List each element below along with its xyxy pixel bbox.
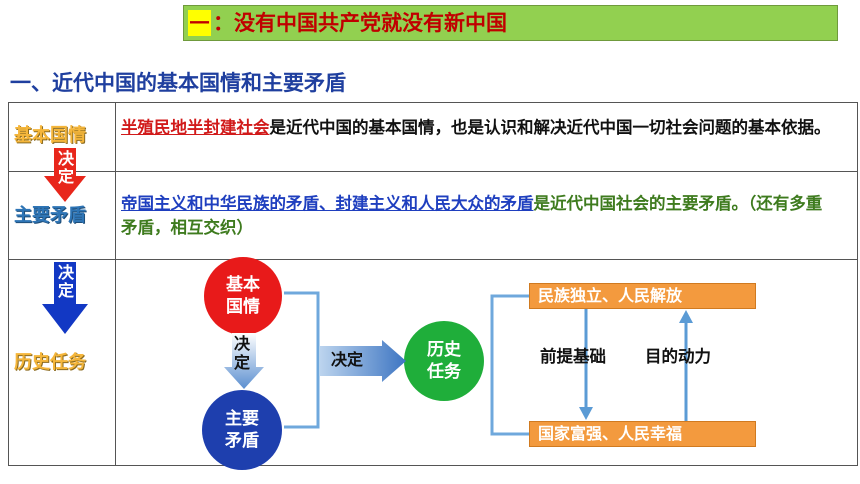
- contradiction-separator: 、: [319, 194, 336, 213]
- row-label-historical-task: 历史任务: [14, 352, 86, 373]
- circle-basic-condition: 基本国情: [204, 257, 282, 335]
- decide-arrow-label-2: 决定: [57, 263, 74, 300]
- highlight-feudalism-contradiction: 封建主义和人民大众的矛盾: [335, 194, 534, 213]
- task-box-prosperity: 国家富强、人民幸福: [529, 421, 756, 447]
- goal-label: 目的动力: [645, 347, 711, 366]
- basic-condition-explanation: 是近代中国的基本国情，也是认识和解决近代中国一切社会问题的基本依据。: [269, 118, 831, 137]
- table-border-left: [8, 102, 9, 466]
- decide-arrow-red-icon: [44, 148, 86, 202]
- table-border-top: [8, 102, 858, 103]
- row-label-basic-condition: 基本国情: [14, 125, 86, 146]
- decide-arrow-label-4: 决定: [331, 350, 364, 369]
- circle-main-contradiction: 主要矛盾: [202, 390, 282, 470]
- table-column-divider: [115, 102, 116, 466]
- table-divider-2: [8, 259, 858, 260]
- premise-label: 前提基础: [540, 347, 606, 366]
- title-banner: [183, 5, 838, 41]
- table-border-bottom: [8, 465, 858, 466]
- table-divider-1: [8, 171, 858, 172]
- decide-arrow-label-1: 决定: [57, 149, 74, 186]
- right-bracket-line: [490, 294, 530, 436]
- banner-number: 一: [188, 10, 211, 36]
- main-contradiction-statement: 是近代中国社会的主要矛盾。: [533, 194, 749, 213]
- decide-arrow-blue-icon: [42, 262, 88, 334]
- premise-arrow-down-icon: [579, 309, 593, 420]
- decide-arrow-down-icon: [224, 333, 264, 389]
- row-text-main-contradiction: 帝国主义和中华民族的矛盾、封建主义和人民大众的矛盾是近代中国社会的主要矛盾。（还…: [121, 192, 837, 240]
- table-border-right: [857, 102, 858, 466]
- row-text-basic-condition: 半殖民地半封建社会是近代中国的基本国情，也是认识和解决近代中国一切社会问题的基本…: [121, 116, 837, 140]
- main-contradiction-note: （还有多重矛盾，相互交织）: [121, 194, 823, 237]
- row-label-main-contradiction: 主要矛盾: [14, 205, 86, 226]
- left-bracket-line: [284, 291, 320, 429]
- highlight-imperialism-contradiction: 帝国主义和中华民族的矛盾: [121, 194, 319, 213]
- highlight-semi-colonial: 半殖民地半封建社会: [121, 118, 270, 137]
- banner-title: ：没有中国共产党就没有新中国: [213, 11, 507, 35]
- task-box-independence: 民族独立、人民解放: [529, 283, 756, 309]
- goal-arrow-up-icon: [679, 310, 693, 421]
- decide-arrow-right-icon: [320, 340, 406, 382]
- circle-historical-task: 历史任务: [404, 321, 484, 401]
- decide-arrow-label-3: 决定: [233, 334, 250, 372]
- section-title: 一、近代中国的基本国情和主要矛盾: [10, 71, 346, 95]
